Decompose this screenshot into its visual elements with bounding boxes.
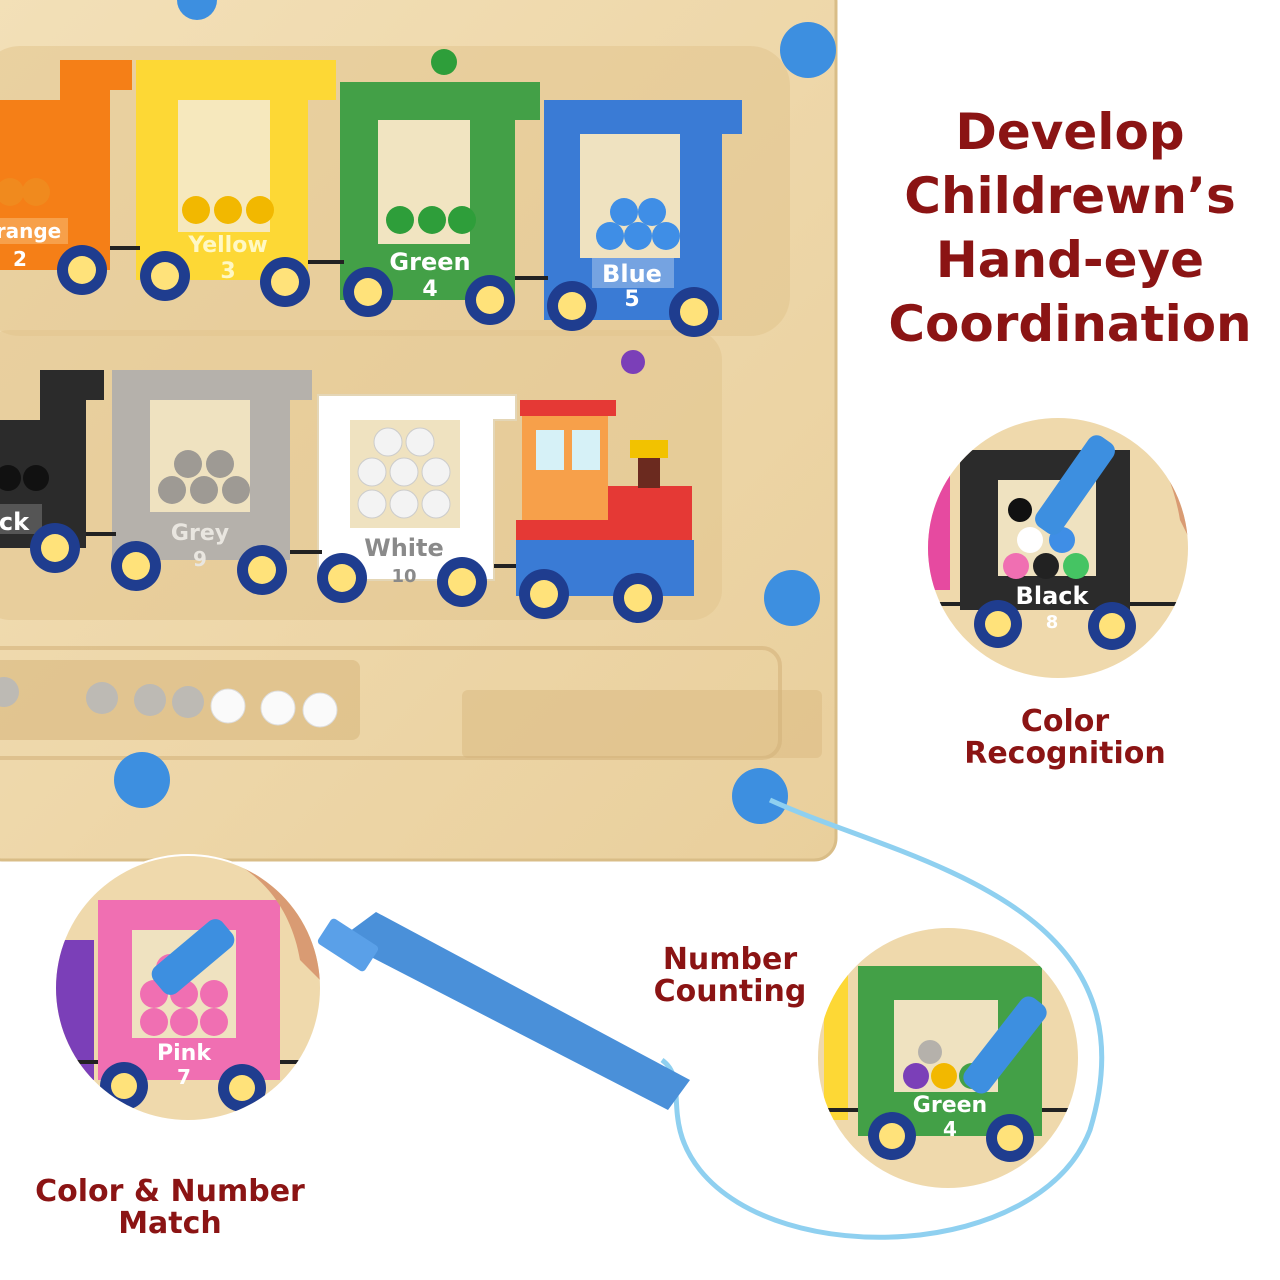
inset-number-black: 8 bbox=[1046, 612, 1059, 633]
corner-knob bbox=[780, 22, 836, 78]
locomotive bbox=[516, 400, 694, 623]
inset-label-pink: Pink bbox=[157, 1041, 212, 1066]
car-label-white: White bbox=[364, 534, 444, 562]
corner-knob bbox=[732, 768, 788, 824]
car-number-orange: 2 bbox=[13, 247, 27, 271]
headline-line-1: Develop bbox=[955, 103, 1185, 161]
caption-number-counting-line-2: Counting bbox=[653, 974, 807, 1009]
bead-track bbox=[0, 677, 338, 728]
inset-number-counting: Green 4 bbox=[816, 926, 1080, 1190]
inset-label-black: Black bbox=[1016, 582, 1090, 610]
train-car-green: Green 4 bbox=[340, 82, 540, 325]
car-label-orange: Orange bbox=[0, 219, 61, 243]
headline: Develop Childrewn’s Hand-eye Coordinatio… bbox=[870, 100, 1270, 356]
train-car-orange: Orange 2 bbox=[0, 60, 132, 295]
headline-line-4: Coordination bbox=[888, 295, 1252, 353]
car-number-green: 4 bbox=[422, 277, 437, 302]
train-car-blue: Blue 5 bbox=[544, 100, 742, 337]
headline-line-2: Childrewn’s bbox=[904, 167, 1236, 225]
caption-color-recognition: Color Recognition bbox=[930, 706, 1200, 770]
caption-color-recognition-line-1: Color bbox=[1020, 704, 1110, 739]
caption-color-number-match-line-2: Match bbox=[118, 1206, 222, 1241]
caption-color-number-match: Color & Number Match bbox=[20, 1176, 320, 1240]
corner-knob bbox=[764, 570, 820, 626]
car-label-green: Green bbox=[389, 248, 470, 276]
train-car-white: White 10 bbox=[317, 394, 517, 607]
car-number-blue: 5 bbox=[624, 287, 639, 312]
inset-color-recognition: Black 8 bbox=[926, 416, 1190, 680]
loose-bead bbox=[431, 49, 457, 75]
inset-number-pink: 7 bbox=[177, 1065, 191, 1089]
car-number-white: 10 bbox=[391, 566, 416, 587]
train-car-grey: Grey 9 bbox=[111, 370, 312, 595]
caption-color-recognition-line-2: Recognition bbox=[964, 736, 1166, 771]
car-label-blue: Blue bbox=[602, 260, 662, 288]
corner-knob bbox=[114, 752, 170, 808]
train-car-yellow: Yellow 3 bbox=[136, 60, 336, 307]
loose-bead bbox=[621, 350, 645, 374]
caption-number-counting: Number Counting bbox=[620, 944, 840, 1008]
pen-string bbox=[660, 797, 1105, 1240]
car-number-grey: 9 bbox=[193, 547, 207, 571]
inset-number-green: 4 bbox=[943, 1117, 957, 1141]
train-car-black: ck bbox=[0, 370, 104, 573]
car-number-yellow: 3 bbox=[220, 259, 235, 284]
inset-label-green: Green bbox=[913, 1093, 987, 1118]
caption-color-number-match-line-1: Color & Number bbox=[35, 1174, 305, 1209]
corner-knob bbox=[177, 0, 217, 20]
headline-line-3: Hand-eye bbox=[935, 231, 1205, 289]
magnetic-pen[interactable] bbox=[316, 912, 690, 1110]
car-label-yellow: Yellow bbox=[187, 233, 267, 258]
car-label-grey: Grey bbox=[171, 521, 229, 546]
inset-color-number-match: Pink 7 bbox=[54, 854, 322, 1122]
car-label-black-partial: ck bbox=[0, 508, 30, 536]
caption-number-counting-line-1: Number bbox=[662, 942, 798, 977]
